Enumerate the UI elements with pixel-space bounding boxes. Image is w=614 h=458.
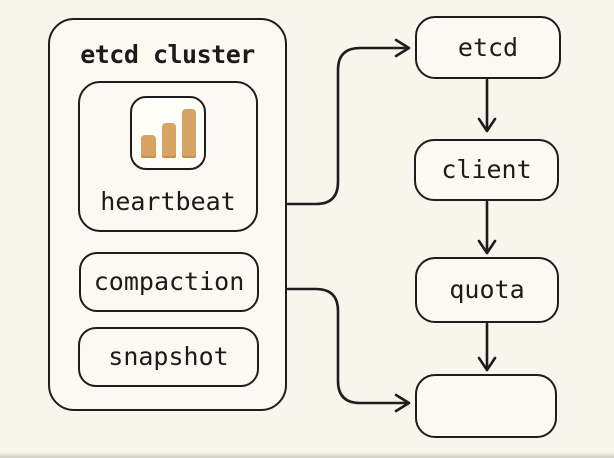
heartbeat-node: heartbeat [78, 81, 258, 232]
edge-compaction-to-unlabeled [286, 287, 411, 413]
edge-etcd-to-client [477, 78, 497, 133]
quota-node: quota [415, 257, 559, 323]
arrowhead-icon [477, 239, 497, 255]
client-label: client [441, 155, 532, 184]
edge-quota-to-unlabeled [477, 322, 497, 372]
quota-label: quota [449, 275, 525, 304]
arrowhead-icon [477, 356, 497, 372]
heartbeat-label: heartbeat [100, 187, 236, 216]
etcd-label: etcd [457, 32, 519, 62]
edge-client-to-quota [477, 200, 497, 255]
client-node: client [414, 139, 559, 201]
snapshot-node: snapshot [78, 327, 259, 387]
arrowhead-icon [477, 117, 497, 133]
bar-chart-bar-tall [181, 109, 196, 158]
etcd-node: etcd [415, 16, 561, 79]
compaction-label: compaction [93, 267, 245, 296]
bar-chart-icon [130, 96, 206, 170]
bar-chart-bar-medium [161, 123, 176, 158]
arrowhead-icon [394, 393, 411, 413]
compaction-node: compaction [79, 252, 259, 312]
etcd-cluster-box: etcd cluster heartbeat compaction snapsh… [48, 18, 287, 411]
snapshot-label: snapshot [108, 342, 229, 371]
arrowhead-icon [394, 38, 411, 58]
unlabeled-node [415, 374, 557, 438]
edge-heartbeat-to-etcd [286, 38, 411, 206]
bar-chart-bar-small [140, 135, 156, 158]
cluster-title: etcd cluster [80, 40, 255, 69]
